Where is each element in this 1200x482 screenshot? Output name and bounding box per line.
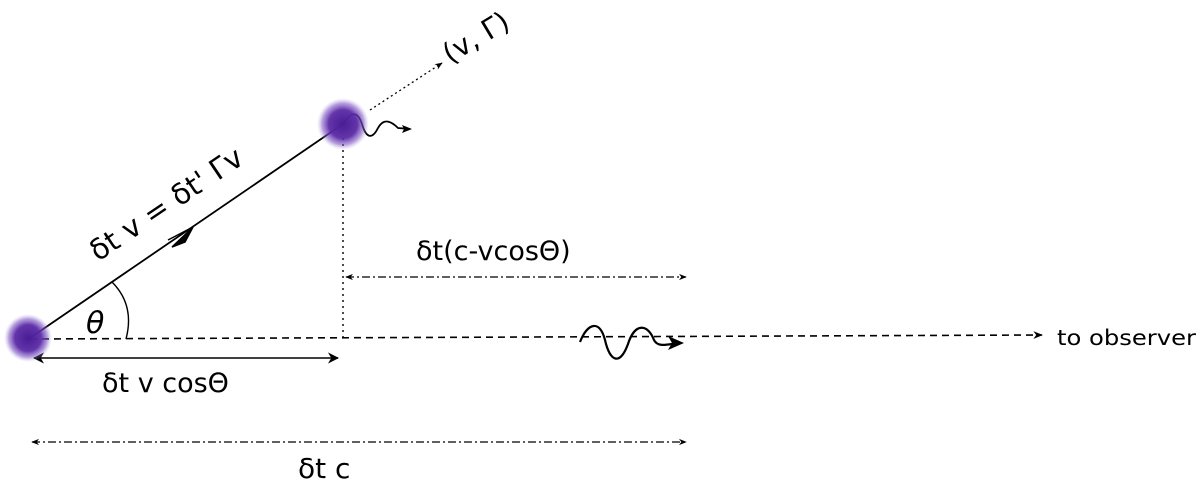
difference-label: δt(c-vcosΘ) <box>416 236 571 267</box>
source-blob-later <box>317 98 369 150</box>
line-of-sight <box>29 331 1043 340</box>
angle-label: θ <box>86 306 104 341</box>
source-path-arrow <box>167 226 194 248</box>
velocity-direction-line <box>369 62 443 111</box>
observer-label: to observer <box>1057 326 1196 350</box>
emitted-photon-near-head <box>402 125 412 133</box>
velocity-label: (v, Γ) <box>437 5 516 70</box>
light-distance-label: δt c <box>298 452 350 482</box>
source-blob-initial <box>4 314 52 362</box>
path-label: δt v = δt' Γv <box>83 140 249 268</box>
emitted-photon-far <box>578 324 681 360</box>
projection-label: δt v cosΘ <box>102 368 229 399</box>
emitted-photon-far-head <box>668 336 684 350</box>
angle-arc <box>111 281 130 340</box>
